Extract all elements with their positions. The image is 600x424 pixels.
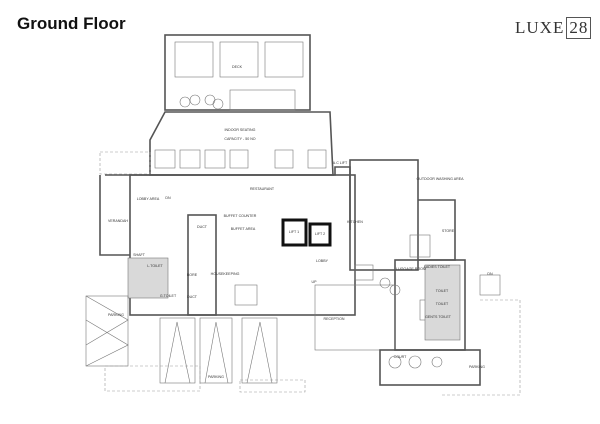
indoor-seating-area: [149, 111, 334, 176]
label-lobby: LOBBY: [316, 259, 329, 263]
label-toilet-2: TOILET: [436, 302, 449, 306]
label-buffet-area: BUFFET AREA: [231, 227, 256, 231]
deck-area: [164, 34, 311, 111]
label-shaft: SHAFT: [133, 253, 146, 257]
label-housekeeping: HOUSEKEEPING: [211, 272, 240, 276]
label-restaurant: RESTAURANT: [250, 187, 275, 191]
label-parking-2: PARKING: [208, 375, 224, 379]
label-gents-toilet: GENTS TOILET: [425, 315, 452, 319]
label-l-toilet: L.TOILET: [147, 264, 163, 268]
label-bore: BORE: [187, 273, 198, 277]
label-dn-2: DN: [487, 272, 493, 276]
label-verandah: VERANDAH: [108, 219, 128, 223]
label-duct-1: DUCT: [197, 225, 208, 229]
page-title: Ground Floor: [17, 14, 126, 33]
label-outdoor-washing: OUTDOOR WASHING AREA: [417, 177, 465, 181]
label-lobby-area: LOBBY AREA: [137, 197, 160, 201]
logo-number: 28: [566, 17, 592, 39]
label-deck: DECK: [232, 65, 243, 69]
label-duct-2: DUCT: [187, 295, 198, 299]
label-kitchen: KITCHEN: [347, 220, 363, 224]
label-ladies-toilet: LADIES TOILET: [424, 265, 451, 269]
label-court: COURT: [394, 355, 408, 359]
label-capacity: CAPACITY - 50 NO: [224, 137, 255, 141]
label-buffet-counter: BUFFET COUNTER: [224, 214, 257, 218]
label-dn-1: DN: [165, 196, 171, 200]
label-up: UP: [312, 280, 318, 284]
label-ac-lift: A.C LIFT: [333, 161, 348, 165]
label-lift-2: LIFT 2: [315, 232, 325, 236]
label-lift-1: LIFT 1: [289, 230, 299, 234]
label-store: STORE: [442, 229, 455, 233]
parking-area: [85, 295, 521, 396]
label-luggage: LUGGAGE ROOM: [396, 267, 426, 271]
label-indoor-seating: INDOOR SEATING: [225, 128, 256, 132]
label-parking-1: PARKING: [108, 313, 124, 317]
building-walls: [99, 159, 501, 386]
label-toilet-1: TOILET: [436, 289, 449, 293]
label-parking-3: PARKING: [469, 365, 485, 369]
room-labels: DECK INDOOR SEATING CAPACITY - 50 NO RES…: [108, 65, 493, 379]
logo-text: LUXE: [515, 18, 565, 37]
label-reception: RECEPTION: [324, 317, 345, 321]
label-g-toilet: G.TOILET: [160, 294, 177, 298]
